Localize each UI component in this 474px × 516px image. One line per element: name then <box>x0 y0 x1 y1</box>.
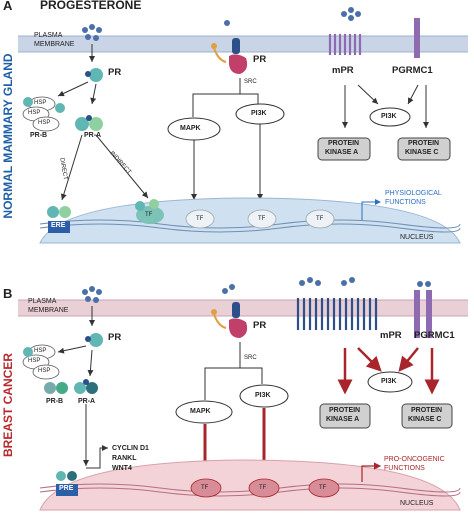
tf-node-b-2 <box>248 478 280 498</box>
pr-receptor-icon <box>85 68 103 82</box>
plasma-membrane-b <box>18 300 468 316</box>
progesterone-icon <box>82 7 361 41</box>
pr-receptor-b-icon <box>85 333 103 347</box>
pi3k-node-b <box>239 384 289 408</box>
protein-kinase-c-box-a <box>397 137 451 161</box>
pi3k-right-label-b: PI3K <box>381 378 397 385</box>
mpr-receptor-b-icon <box>296 298 378 330</box>
pr-center-label-a: PR <box>253 54 267 65</box>
mapk-label-b: MAPK <box>190 408 211 415</box>
pro-oncogenic-label-1: PRO-ONCOGENIC <box>384 456 445 463</box>
tf-label-a2: TF <box>196 216 204 222</box>
pr-a-label-b: PR-A <box>78 398 96 405</box>
hsp-label-a2: HSP <box>28 110 41 116</box>
tf-node-b-1 <box>190 478 222 498</box>
tf-label-b3: TF <box>319 485 327 491</box>
pr-membrane-receptor-icon <box>211 38 248 74</box>
panel-b-letter: B <box>3 286 13 301</box>
pkc-label-a1: PROTEIN <box>408 140 440 147</box>
hsp-complex-b-icon <box>22 344 60 380</box>
hsp-complex-icon <box>22 96 65 132</box>
plasma-membrane-label-b1: PLASMA <box>28 298 57 305</box>
hsp-label-b2: HSP <box>28 358 41 364</box>
pi3k-label-b: PI3K <box>255 392 271 399</box>
mpr-receptor-icon <box>328 34 362 55</box>
pi3k-right-node-b <box>367 371 413 393</box>
plasma-membrane-label-b2: MEMBRANE <box>28 307 69 314</box>
gene-rankl: RANKL <box>112 455 137 462</box>
pr-center-label-b: PR <box>253 320 267 331</box>
physiological-label-2: FUNCTIONS <box>385 199 426 206</box>
tf-label-a3: TF <box>258 216 266 222</box>
src-label-a: SRC <box>244 79 257 85</box>
hsp-label-b3: HSP <box>38 368 51 374</box>
pr-label-b: PR <box>108 332 122 343</box>
tf-node-a-1 <box>136 206 164 224</box>
tf-label-a1: TF <box>145 212 153 218</box>
pi3k-label-a: PI3K <box>251 110 267 117</box>
hsp-label-a1: HSP <box>34 100 47 106</box>
mapk-label-a: MAPK <box>180 125 201 132</box>
gene-cyclin-d1: CYCLIN D1 <box>112 445 149 452</box>
pr-b-label-b: PR-B <box>46 398 64 405</box>
physiological-label-1: PHYSIOLOGICAL <box>385 190 442 197</box>
protein-kinase-a-box-b <box>319 403 371 429</box>
pka-label-b1: PROTEIN <box>329 407 361 414</box>
pgrmc1-label-b: PGRMC1 <box>414 330 455 341</box>
mapk-node-b <box>175 400 233 424</box>
tf-node-a-3 <box>247 209 277 229</box>
pkc-label-b1: PROTEIN <box>411 407 443 414</box>
pi3k-right-node-a <box>369 107 411 127</box>
tf-node-b-3 <box>308 478 340 498</box>
side-label-normal: NORMAL MAMMARY GLAND <box>1 53 15 219</box>
plasma-membrane-label-a1: PLASMA <box>34 32 63 39</box>
pr-b-label-a: PR-B <box>30 132 48 139</box>
hsp-label-b1: HSP <box>34 348 47 354</box>
plasma-membrane-label-a2: MEMBRANE <box>34 41 75 48</box>
pka-label-a2: KINASE A <box>325 149 359 156</box>
pkc-label-b2: KINASE C <box>408 416 442 423</box>
pr-label-a: PR <box>108 67 122 78</box>
pro-oncogenic-label-2: FUNCTIONS <box>384 465 425 472</box>
hsp-label-a3: HSP <box>38 120 51 126</box>
src-label-b: SRC <box>244 355 257 361</box>
ere-label: ERE <box>51 222 66 229</box>
tf-label-a4: TF <box>316 216 324 222</box>
tf-node-a-2 <box>185 209 215 229</box>
pi3k-right-label-a: PI3K <box>381 113 397 120</box>
nucleus-label-a: NUCLEUS <box>400 234 434 241</box>
ere-box <box>48 221 70 233</box>
pre-label: PRE <box>59 485 74 492</box>
mpr-label-a: mPR <box>332 65 354 76</box>
progesterone-b-icon <box>82 277 431 303</box>
panel-a-letter: A <box>3 0 13 13</box>
protein-kinase-c-box-b <box>401 403 453 429</box>
pgrmc1-label-a: PGRMC1 <box>392 65 433 76</box>
progesterone-title: PROGESTERONE <box>40 0 142 12</box>
pkc-label-a2: KINASE C <box>405 149 439 156</box>
nucleus-label-b: NUCLEUS <box>400 500 434 507</box>
pr-b-a-dimers-icon <box>44 379 98 394</box>
pre-box <box>56 484 78 496</box>
tf-node-a-4 <box>305 209 335 229</box>
pka-label-b2: KINASE A <box>326 416 360 423</box>
pr-membrane-receptor-b-icon <box>211 302 248 338</box>
mpr-label-b: mPR <box>380 330 402 341</box>
pr-a-label-a: PR-A <box>84 132 102 139</box>
tf-label-b2: TF <box>259 485 267 491</box>
pka-label-a1: PROTEIN <box>328 140 360 147</box>
pgrmc1-receptor-icon <box>414 18 420 58</box>
gene-wnt4: WNT4 <box>112 465 132 472</box>
pr-a-dimer-icon <box>75 115 103 131</box>
side-label-cancer: BREAST CANCER <box>1 353 15 458</box>
tf-label-b1: TF <box>201 485 209 491</box>
pgrmc1-receptor-b-icon <box>414 290 432 338</box>
protein-kinase-a-box-a <box>317 137 371 161</box>
